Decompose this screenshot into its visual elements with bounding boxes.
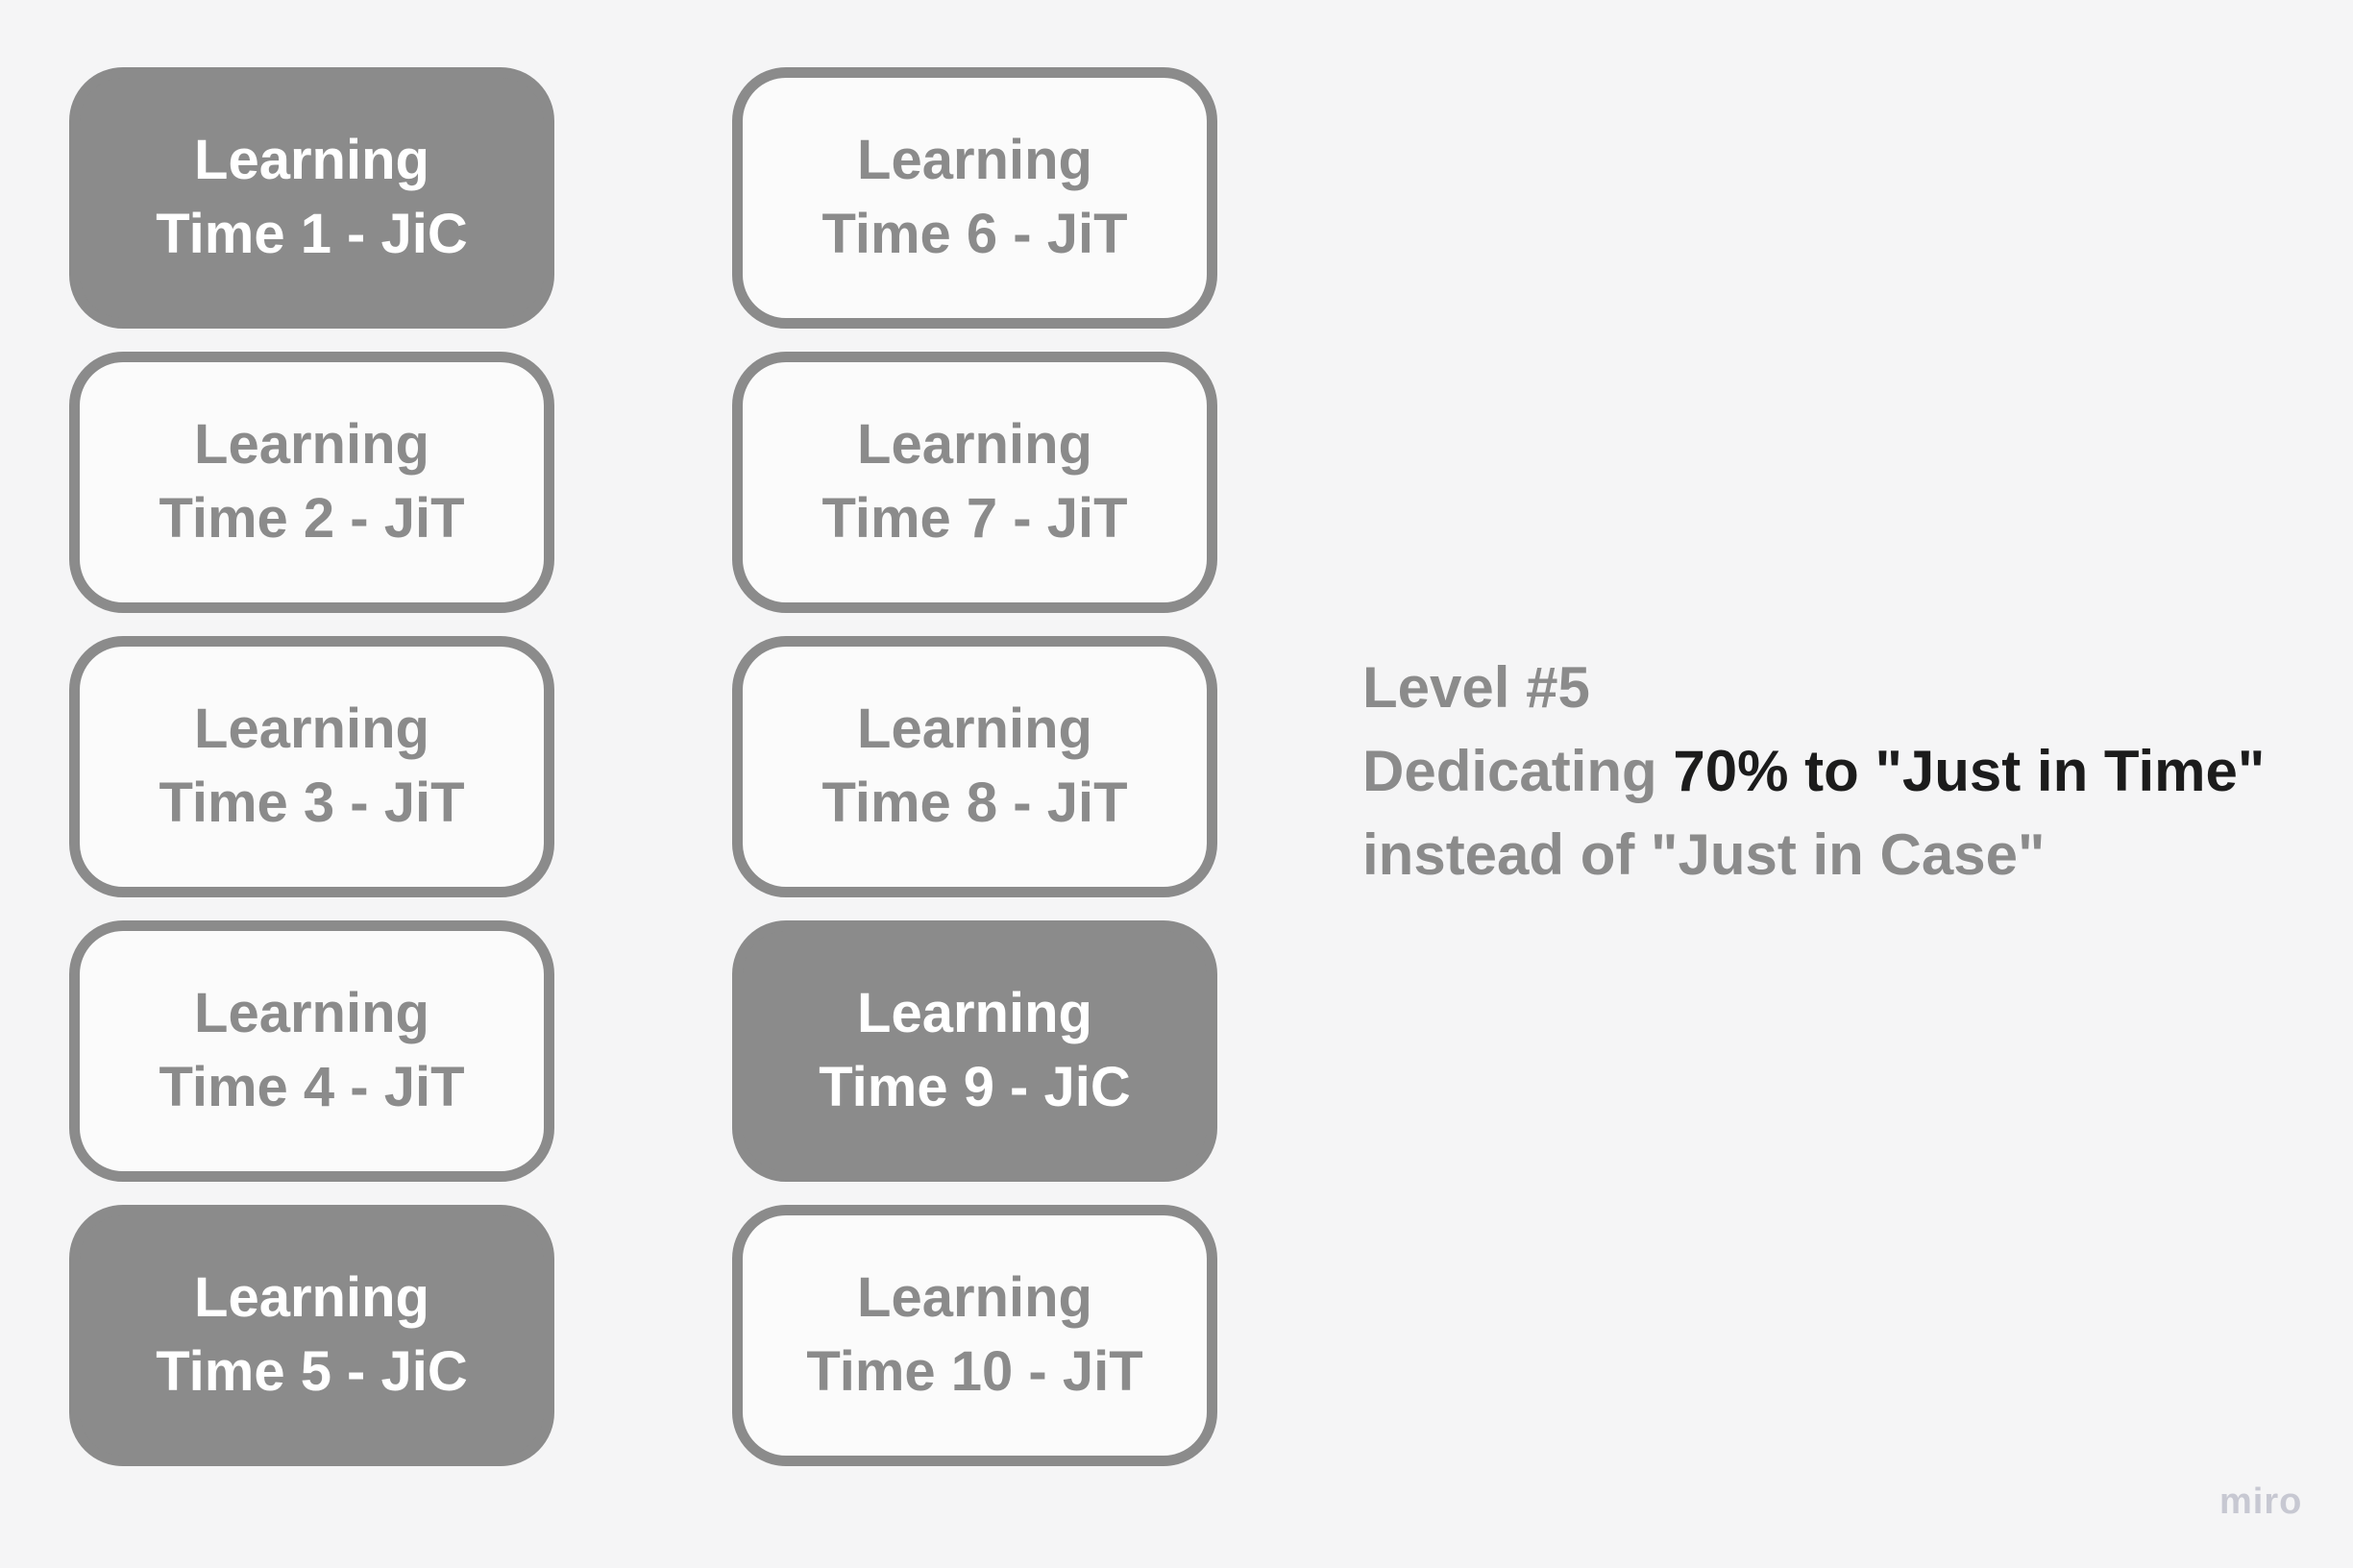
shape-label-line: Time 2 - JiT: [159, 487, 465, 550]
shape-label-line: Learning: [857, 698, 1092, 761]
shape-label-line: Learning: [857, 129, 1092, 192]
shape-label-line: Learning: [857, 1266, 1092, 1330]
shape-label-line: Time 3 - JiT: [159, 772, 465, 834]
caption-line-dedicating: Dedicating 70% to "Just in Time": [1362, 729, 2265, 813]
shape-label-line: Learning: [194, 129, 429, 192]
miro-watermark: miro: [2219, 1482, 2303, 1522]
caption-text-gray: Dedicating: [1362, 739, 1674, 803]
shape-label-line: Time 1 - JiC: [156, 203, 468, 265]
shape-label-line: Learning: [857, 413, 1092, 477]
shape-label-line: Learning: [194, 698, 429, 761]
shape-label-line: Learning: [194, 982, 429, 1045]
shape-label-line: Time 4 - JiT: [159, 1056, 465, 1118]
caption-line-title: Level #5: [1362, 655, 1590, 720]
shape-label-line: Time 5 - JiC: [156, 1340, 468, 1403]
shape-label-line: Time 8 - JiT: [821, 772, 1128, 834]
shape-label-line: Learning: [194, 413, 429, 477]
shape-label-line: Time 6 - JiT: [821, 203, 1128, 265]
caption-line-instead: instead of "Just in Case": [1362, 822, 2046, 887]
shape-label-line: Time 10 - JiT: [806, 1340, 1143, 1403]
shape-label-line: Learning: [857, 982, 1092, 1045]
level-caption: Level #5 Dedicating 70% to "Just in Time…: [1362, 646, 2265, 896]
shape-label-line: Time 7 - JiT: [821, 487, 1128, 550]
shape-label-line: Time 9 - JiC: [819, 1056, 1131, 1118]
caption-text-emphasis: 70% to "Just in Time": [1673, 739, 2266, 803]
shape-label-line: Learning: [194, 1266, 429, 1330]
